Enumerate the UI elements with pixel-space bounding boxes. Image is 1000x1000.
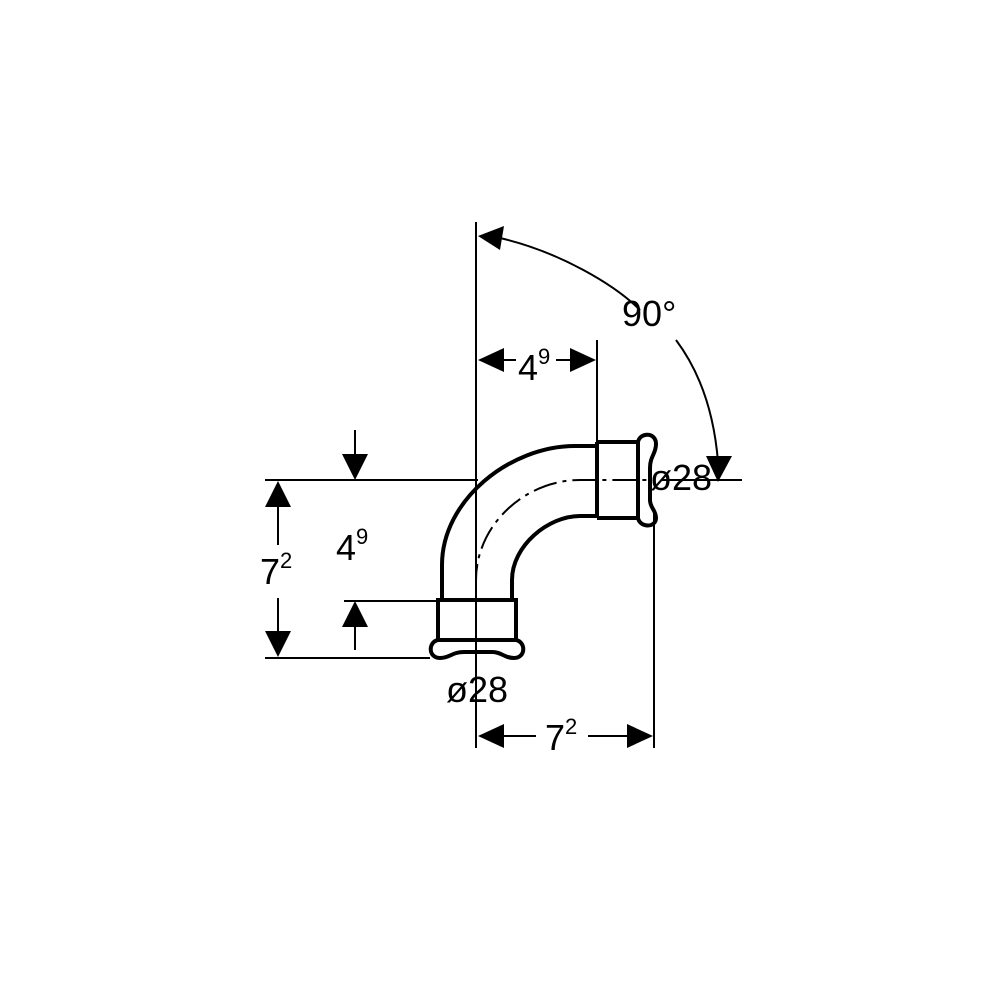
left-offset-arrow-down <box>342 454 368 480</box>
top-offset-arrow-left <box>478 348 504 372</box>
bottom-width-arrow-right <box>627 724 653 748</box>
left-height-arrow-up <box>265 481 291 507</box>
elbow-centerline <box>475 479 652 668</box>
elbow-outer-wall <box>440 444 597 600</box>
angle-arrow-top <box>478 226 504 250</box>
bottom-diameter-label: ø28 <box>446 669 508 710</box>
dimensions <box>265 226 732 748</box>
angle-label: 90° <box>622 293 676 334</box>
angle-arc-lower <box>675 339 719 463</box>
elbow-inner-wall <box>510 514 597 600</box>
bottom-width-arrow-left <box>478 724 504 748</box>
left-offset-label: 49 <box>336 524 368 568</box>
right-socket <box>595 432 659 528</box>
left-offset-arrow-up <box>342 601 368 627</box>
bottom-width-label: 72 <box>545 714 577 758</box>
angle-arrow-right <box>706 456 732 482</box>
bottom-socket <box>428 598 526 661</box>
left-height-arrow-down <box>265 631 291 657</box>
pipe-elbow <box>428 432 659 668</box>
angle-arc <box>499 237 641 311</box>
top-offset-label: 49 <box>518 344 550 388</box>
labels: 90° 49 49 72 72 ø28 ø28 <box>260 293 712 758</box>
left-height-label: 72 <box>260 548 292 592</box>
right-diameter-label: ø28 <box>650 457 712 498</box>
top-offset-arrow-right <box>570 348 596 372</box>
